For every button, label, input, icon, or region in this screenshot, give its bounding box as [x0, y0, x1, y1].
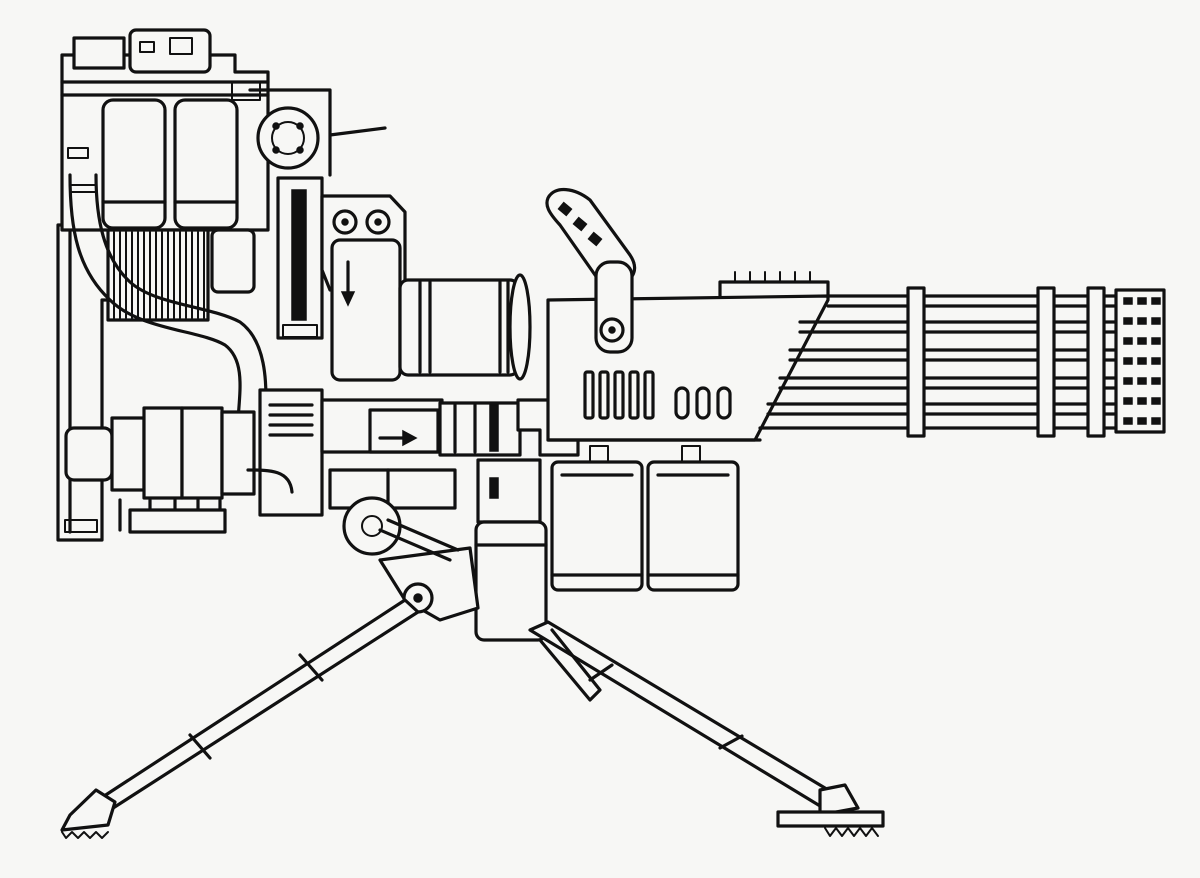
ammo-boxes — [550, 445, 740, 592]
tripod — [60, 518, 885, 839]
barrel-housing — [545, 188, 830, 442]
power-pack — [56, 28, 387, 542]
barrel-cluster — [758, 286, 1166, 438]
receiver-assembly — [320, 194, 580, 642]
